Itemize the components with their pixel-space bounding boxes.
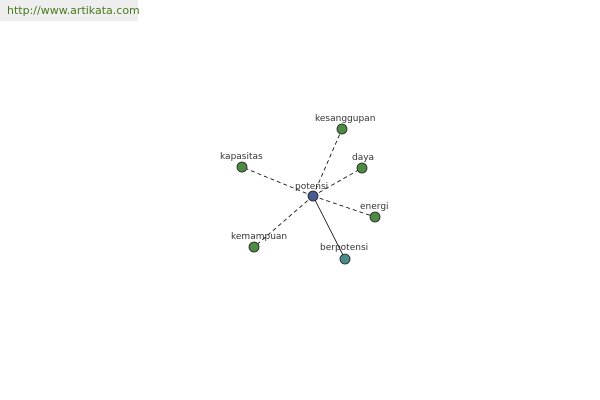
node-label-potensi[interactable]: potensi [295, 182, 328, 192]
node-berpotensi[interactable] [339, 253, 351, 265]
source-header: http://www.artikata.com [0, 0, 140, 21]
node-label-berpotensi[interactable]: berpotensi [320, 243, 368, 253]
edge-daya [312, 167, 363, 197]
edge-berpotensi [312, 195, 346, 260]
labels-layer: kesanggupan kapasitas daya energi kemampuan b… [220, 114, 389, 253]
nodes-layer [236, 123, 381, 265]
node-energi[interactable] [369, 211, 381, 223]
edge-kesanggupan [312, 128, 343, 197]
edge-kemampuan [253, 195, 314, 248]
node-label-kapasitas[interactable]: kapasitas [220, 152, 263, 162]
source-link[interactable]: http://www.artikata.com [7, 4, 140, 17]
node-label-kesanggupan[interactable]: kesanggupan [315, 114, 375, 124]
node-kemampuan[interactable] [248, 241, 260, 253]
edge-energi [312, 195, 376, 218]
node-daya[interactable] [356, 162, 368, 174]
node-potensi[interactable] [307, 190, 319, 202]
node-label-kemampuan[interactable]: kemampuan [231, 232, 287, 242]
node-kesanggupan[interactable] [336, 123, 348, 135]
node-label-energi[interactable]: energi [360, 202, 389, 212]
node-label-daya[interactable]: daya [352, 153, 374, 163]
edge-kapasitas [241, 166, 314, 197]
edges-layer [241, 128, 376, 260]
node-kapasitas[interactable] [236, 161, 248, 173]
